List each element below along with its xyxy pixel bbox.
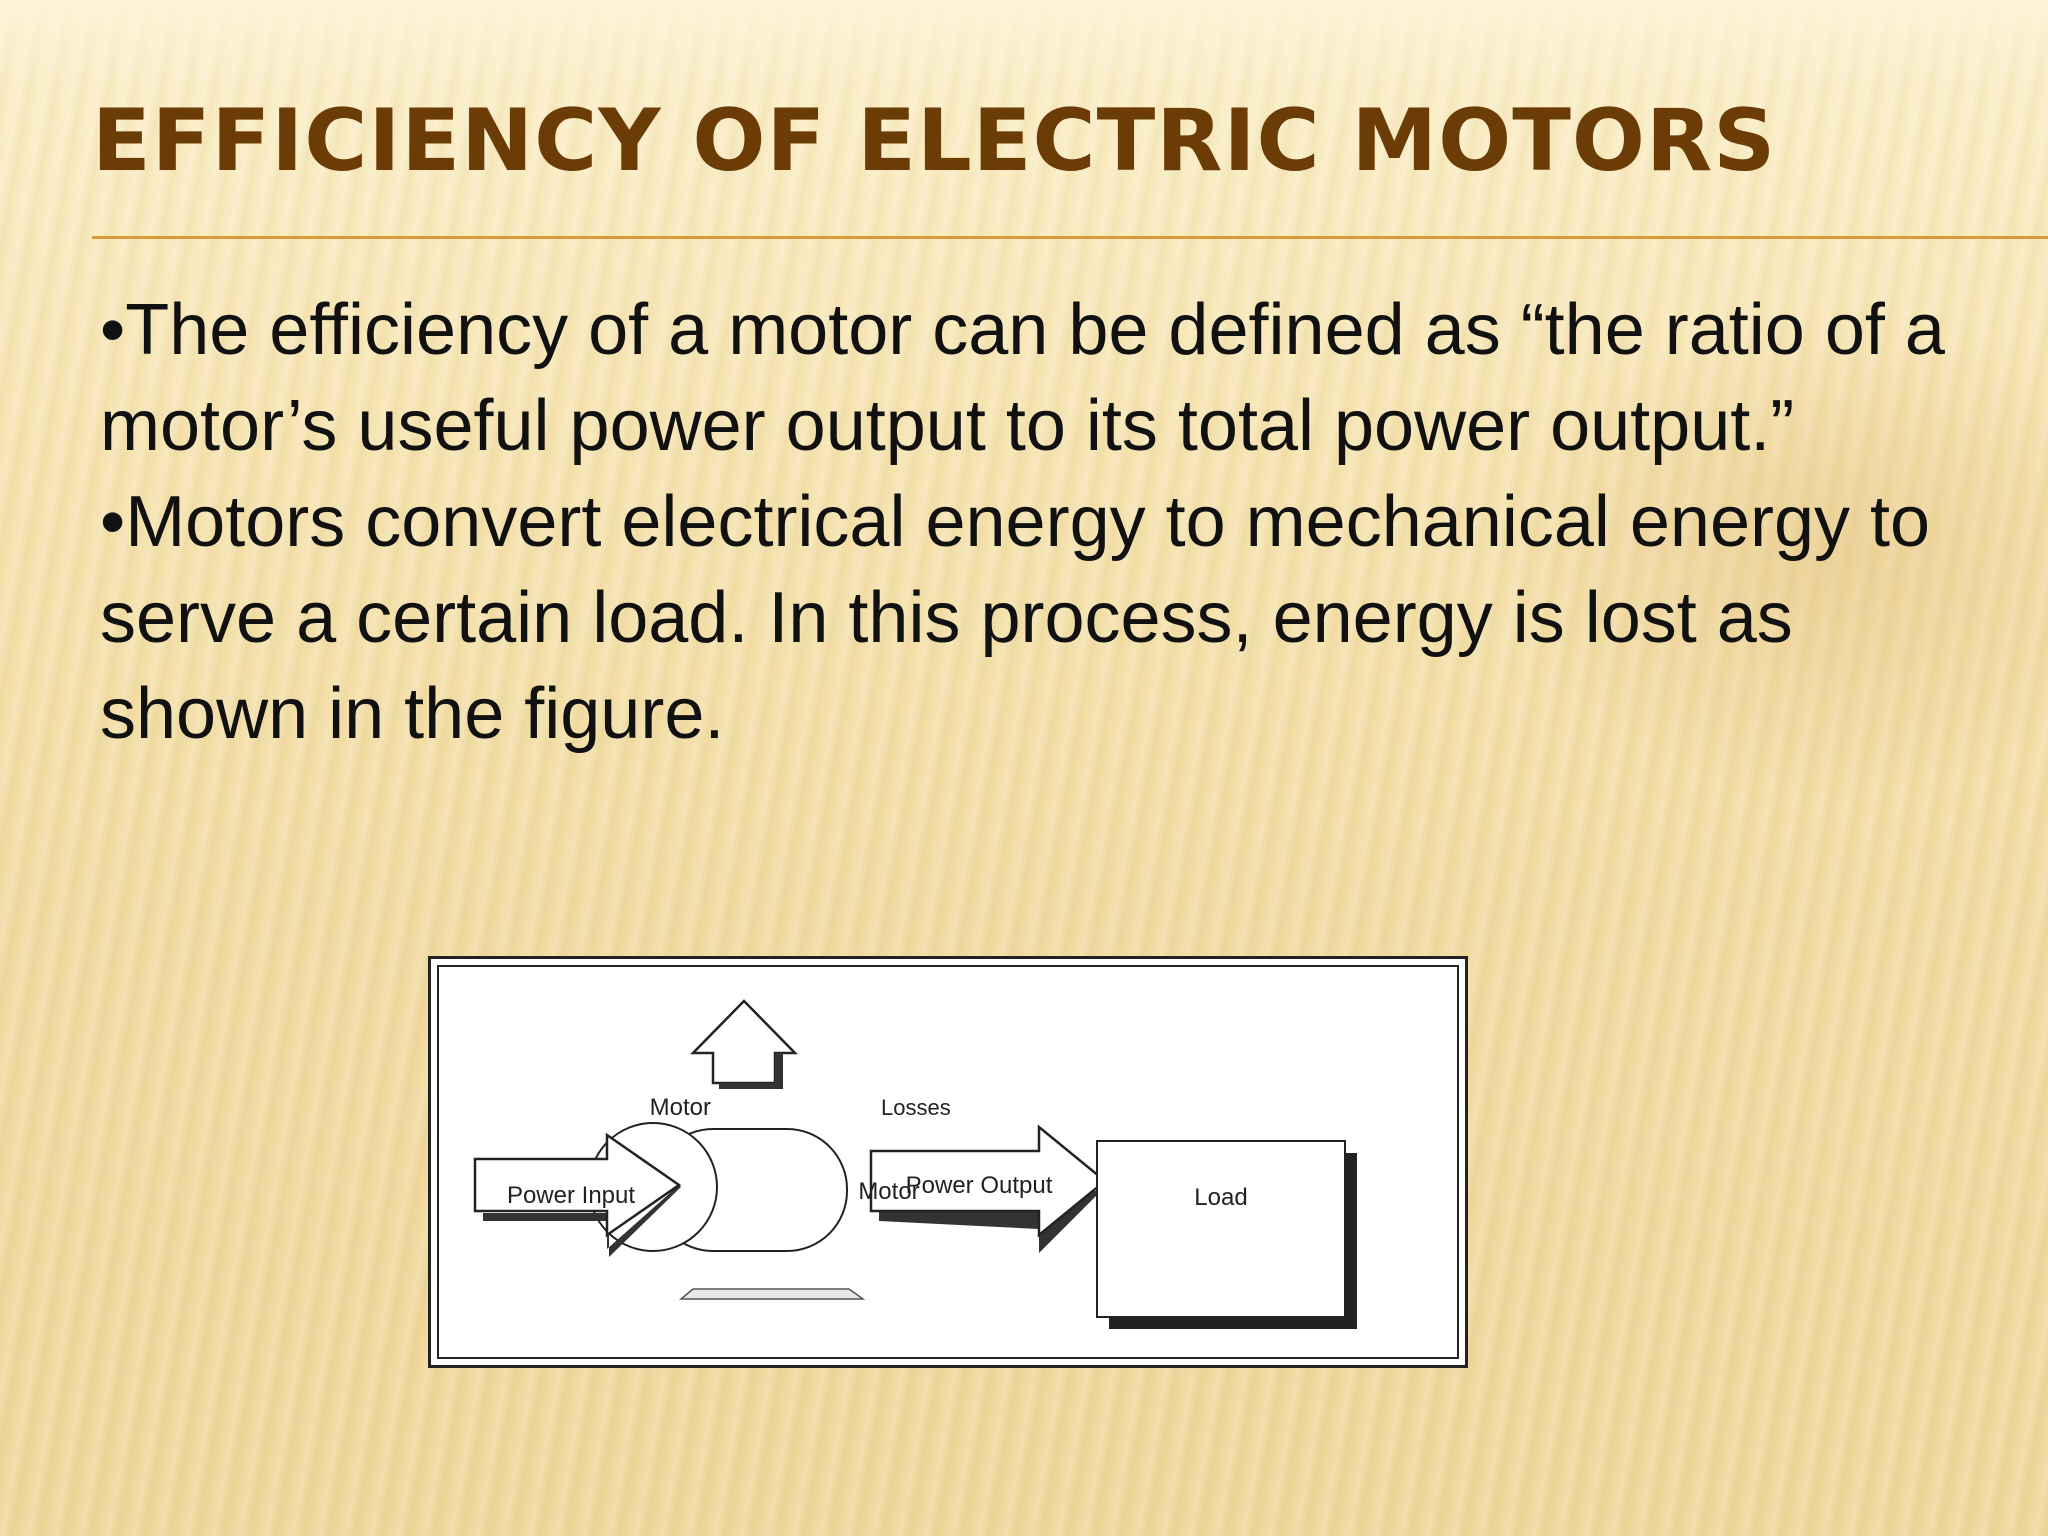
label-motor-losses-left: Motor <box>650 1094 711 1121</box>
motor-diagram: Motor Losses Power Input Motor Power Out… <box>473 999 1357 1329</box>
title-divider <box>92 236 2048 239</box>
background-glow <box>1480 300 2048 800</box>
bullet-energy-conversion: •Motors convert electrical energy to mec… <box>100 482 1931 754</box>
figure-inner-border <box>437 965 1459 1359</box>
label-power-input: Power Input <box>507 1182 635 1209</box>
background-top-band <box>0 0 2048 90</box>
losses-arrow-shadow <box>719 1053 783 1089</box>
power-input-arrow-shadow <box>483 1185 681 1257</box>
motor-losses-figure: Motor Losses Power Input Motor Power Out… <box>428 956 1468 1368</box>
power-output-arrow <box>869 1124 1107 1238</box>
label-power-output: Power Output <box>906 1172 1053 1199</box>
slide-body: •The efficiency of a motor can be define… <box>100 282 1980 762</box>
load-box <box>1096 1140 1346 1318</box>
label-motor: Motor <box>858 1178 919 1205</box>
power-input-arrow <box>473 1132 682 1238</box>
bullet-efficiency-definition: •The efficiency of a motor can be define… <box>100 290 1945 466</box>
label-load: Load <box>1194 1184 1247 1211</box>
slide-title: EFFICIENCY OF ELECTRIC MOTORS <box>92 91 1777 191</box>
motor-base <box>678 1288 866 1300</box>
label-motor-losses-right: Losses <box>881 1095 951 1120</box>
